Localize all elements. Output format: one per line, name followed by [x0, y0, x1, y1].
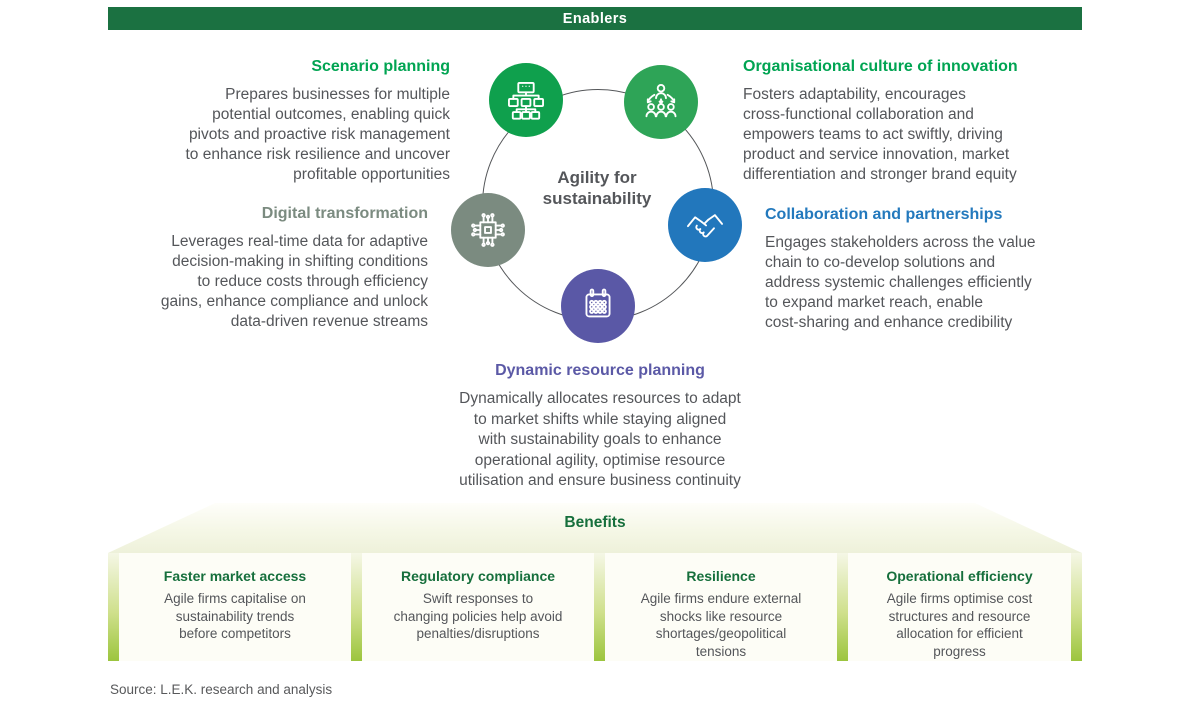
hub-node-digital-transformation [451, 193, 525, 267]
section-title: Scenario planning [311, 58, 450, 75]
enablers-banner: Enablers [108, 7, 1082, 30]
benefit-card-regulatory-compliance: Regulatory compliance Swift responses to… [362, 553, 594, 661]
benefit-divider-bar [1071, 553, 1082, 661]
section-scenario-planning: Scenario planning Prepares businesses fo… [108, 58, 450, 185]
hub-node-scenario-planning [489, 63, 563, 137]
benefit-divider-bar [108, 553, 119, 661]
section-body: Fosters adaptability, encourages cross-f… [743, 86, 1017, 183]
benefit-title: Resilience [686, 568, 756, 584]
section-organisational-culture: Organisational culture of innovation Fos… [743, 58, 1088, 185]
section-body: Dynamically allocates resources to adapt… [459, 390, 741, 489]
section-title: Organisational culture of innovation [743, 58, 1018, 75]
benefit-title: Operational efficiency [886, 568, 1033, 584]
microchip-icon [471, 213, 505, 247]
hub-node-dynamic-resource-planning [561, 269, 635, 343]
enablers-banner-label: Enablers [562, 10, 628, 27]
handshake-icon [687, 214, 723, 238]
benefit-body: Swift responses to changing policies hel… [393, 591, 563, 641]
hub-title: Agility for sustainability [542, 168, 652, 208]
benefit-body: Agile firms optimise cost structures and… [886, 591, 1033, 659]
benefit-title: Regulatory compliance [400, 568, 556, 584]
hub-node-organisational-culture [624, 65, 698, 139]
section-body: Leverages real-time data for adaptive de… [160, 233, 428, 330]
benefit-card-resilience: Resilience Agile firms endure external s… [605, 553, 837, 661]
section-dynamic-resource-planning: Dynamic resource planning Dynamically al… [390, 362, 810, 492]
section-title: Collaboration and partnerships [765, 206, 1003, 223]
team-delegation-icon [645, 84, 677, 118]
section-body: Engages stakeholders across the value ch… [765, 234, 1036, 331]
section-collaboration: Collaboration and partnerships Engages s… [765, 206, 1095, 333]
org-chart-icon [508, 82, 544, 120]
calendar-icon [585, 288, 611, 318]
benefit-card-operational-efficiency: Operational efficiency Agile firms optim… [848, 553, 1071, 661]
section-title: Dynamic resource planning [495, 362, 705, 379]
hub-node-collaboration [668, 188, 742, 262]
benefit-card-faster-market-access: Faster market access Agile firms capital… [119, 553, 351, 661]
benefits-label: Benefits [564, 514, 626, 531]
benefit-divider-bar [837, 553, 848, 661]
benefit-body: Agile firms endure external shocks like … [640, 591, 802, 659]
benefit-divider-bar [594, 553, 605, 661]
benefit-body: Agile firms capitalise on sustainability… [164, 591, 306, 641]
benefit-divider-bar [351, 553, 362, 661]
source-note: Source: L.E.K. research and analysis [110, 682, 333, 697]
benefit-title: Faster market access [163, 568, 307, 584]
benefits-trapezoid [108, 503, 1082, 553]
section-digital-transformation: Digital transformation Leverages real-ti… [86, 205, 428, 332]
section-title: Digital transformation [261, 205, 428, 222]
section-body: Prepares businesses for multiple potenti… [185, 86, 450, 183]
